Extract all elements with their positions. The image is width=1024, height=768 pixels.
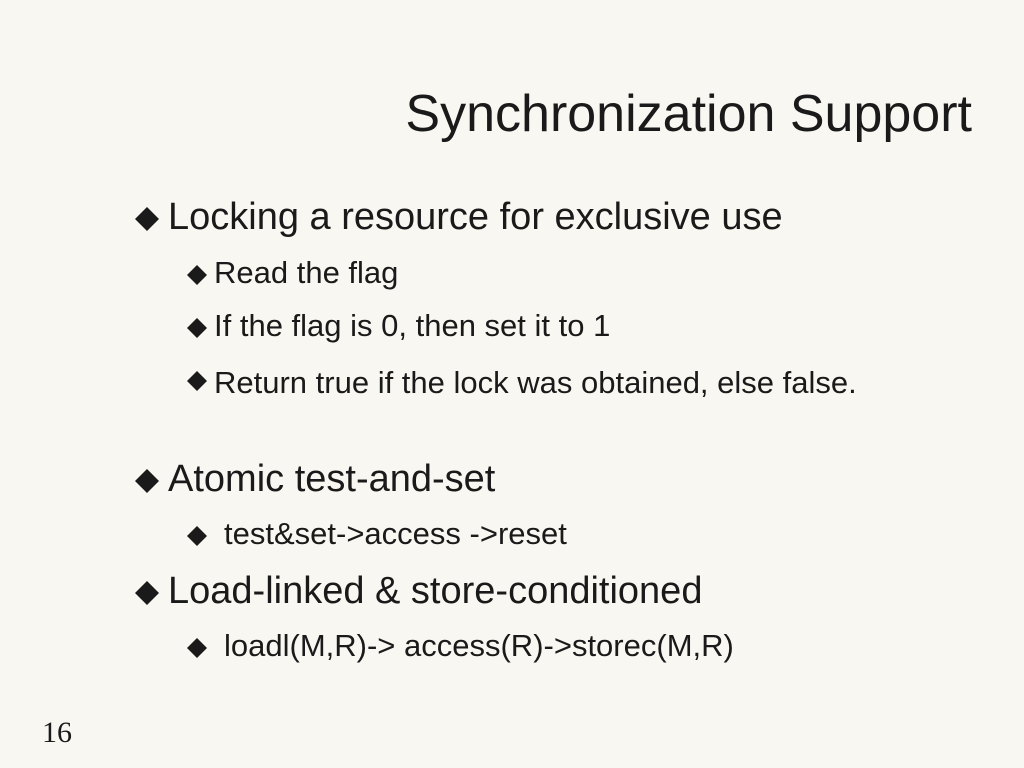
diamond-bullet-icon [186, 637, 208, 659]
diamond-bullet-icon [134, 580, 160, 606]
bullet-text: test&set->access ->reset [224, 516, 567, 551]
diamond-bullet-icon [186, 317, 208, 339]
bullet-text: Read the flag [214, 255, 399, 290]
slide-title: Synchronization Support [405, 85, 972, 143]
bullet-text: If the flag is 0, then set it to 1 [214, 308, 611, 343]
diamond-bullet-icon [186, 264, 208, 286]
bullet-text: Return true if the lock was obtained, el… [214, 365, 857, 400]
page-number: 16 [42, 716, 72, 749]
diamond-bullet-icon [134, 206, 160, 232]
bullet-text: loadl(M,R)-> access(R)->storec(M,R) [224, 628, 734, 663]
diamond-bullet-icon [186, 370, 208, 392]
bullet-text: Atomic test-and-set [168, 458, 496, 500]
bullet-text: Load-linked & store-conditioned [168, 570, 703, 612]
bullet-text: Locking a resource for exclusive use [168, 196, 783, 238]
diamond-bullet-icon [134, 468, 160, 494]
diamond-bullet-icon [186, 525, 208, 547]
